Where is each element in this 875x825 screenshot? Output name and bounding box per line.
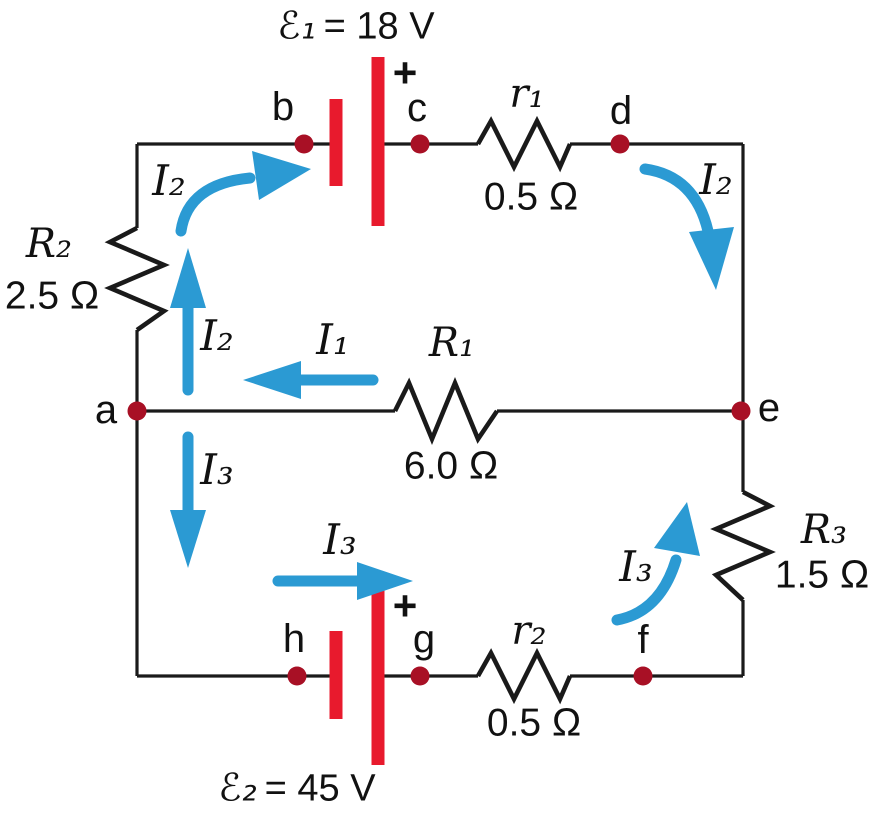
resistor-r1-name: r₁ [509, 71, 545, 117]
circuit-wires [135, 142, 745, 678]
emf2-value: = 45 V [264, 767, 376, 810]
node-dot-a [127, 401, 147, 421]
current-label-i3-right: I₃ [619, 542, 653, 591]
emf1-symbol: ℰ₁ [277, 3, 316, 48]
current-arrow-i2-curved-topleft [175, 151, 311, 237]
battery1-negative-plate [329, 99, 343, 186]
current-label-i2-topright: I₂ [699, 155, 733, 204]
node-label-c: c [407, 86, 427, 130]
current-arrow-i3-down [170, 431, 206, 568]
node-label-g: g [412, 617, 436, 661]
battery1-positive-plate [371, 57, 385, 226]
emf1-value: = 18 V [323, 5, 435, 48]
node-label-d: d [609, 89, 633, 133]
node-dot-h [287, 666, 307, 686]
resistor-r1-value: 0.5 Ω [483, 175, 579, 219]
emf2-equation: ℰ₂ = 45 V [218, 769, 375, 808]
current-arrow-i2-curved-topright [639, 163, 734, 290]
emf1-equation: ℰ₁ = 18 V [277, 7, 434, 46]
resistor-R1-zigzag [392, 376, 499, 446]
node-dot-c [410, 134, 430, 154]
current-arrow-i3-curved-right [611, 502, 700, 626]
resistor-r1-zigzag [475, 115, 573, 173]
current-arrow-i2-up [170, 248, 206, 396]
battery2-plus-sign: + [392, 582, 418, 629]
node-dot-d [610, 134, 630, 154]
current-label-i3-left: I₃ [200, 445, 234, 494]
battery2-negative-plate [329, 631, 343, 719]
resistor-R2-name: R₂ [25, 221, 73, 267]
current-label-i3-middle: I₃ [323, 515, 357, 564]
node-label-b: b [271, 85, 295, 129]
node-dot-g [410, 666, 430, 686]
current-arrow-i1-left [243, 361, 379, 399]
resistor-R1-name: R₁ [428, 320, 476, 366]
node-dot-b [294, 134, 314, 154]
resistor-R2-value: 2.5 Ω [4, 274, 100, 318]
resistor-r2-value: 0.5 Ω [486, 701, 582, 745]
node-dot-e [731, 401, 751, 421]
current-label-i1: I₁ [316, 315, 350, 364]
resistor-R1-value: 6.0 Ω [403, 444, 499, 488]
resistor-R2-zigzag [104, 225, 170, 332]
battery1-plus-sign: + [392, 49, 418, 96]
resistor-R3-zigzag [710, 489, 776, 602]
node-label-f: f [637, 618, 649, 662]
battery2-positive-plate [371, 590, 385, 765]
resistor-r2-name: r₂ [511, 608, 547, 654]
node-label-a: a [94, 388, 118, 432]
current-label-i2-topleft: I₂ [152, 156, 186, 205]
current-label-i2-left: I₂ [200, 311, 234, 360]
emf2-symbol: ℰ₂ [218, 765, 257, 810]
resistor-R3-value: 1.5 Ω [774, 553, 870, 597]
node-label-e: e [757, 386, 781, 430]
current-arrow-i3-right [272, 562, 413, 600]
node-label-h: h [282, 617, 306, 661]
resistor-R3-name: R₃ [800, 507, 848, 553]
node-dot-f [633, 666, 653, 686]
resistor-r2-zigzag [475, 647, 573, 705]
